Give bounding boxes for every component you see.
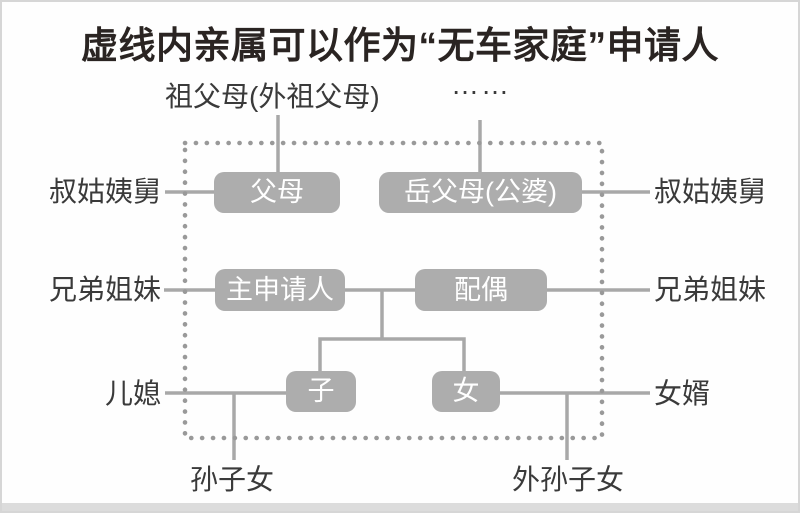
- label-grandchildren: 孙子女: [190, 464, 275, 495]
- page-title: 虚线内亲属可以作为“无车家庭”申请人: [81, 25, 719, 66]
- node-parents: 父母: [214, 172, 340, 213]
- node-parents-in-law: 岳父母(公婆): [379, 172, 582, 213]
- label-uncles-aunts-left: 叔姑姨舅: [49, 176, 162, 207]
- bottom-border-strip: [2, 503, 798, 511]
- node-main-applicant: 主申请人: [215, 269, 345, 311]
- node-spouse: 配偶: [415, 269, 547, 311]
- label-uncles-aunts-right: 叔姑姨舅: [654, 176, 767, 207]
- label-siblings-left: 兄弟姐妹: [49, 274, 162, 305]
- node-daughter: 女: [432, 371, 500, 412]
- label-ellipsis: ……: [451, 69, 511, 100]
- dotted-boundary: [182, 140, 605, 441]
- label-son-in-law: 女婿: [654, 378, 711, 409]
- label-daughter-in-law: 儿媳: [105, 378, 162, 409]
- connector-children-branch: [318, 337, 466, 373]
- node-son: 子: [286, 371, 356, 412]
- label-maternal-grandchildren: 外孙子女: [512, 464, 625, 495]
- label-siblings-right: 兄弟姐妹: [654, 274, 767, 305]
- label-grandparents: 祖父母(外祖父母): [165, 81, 380, 112]
